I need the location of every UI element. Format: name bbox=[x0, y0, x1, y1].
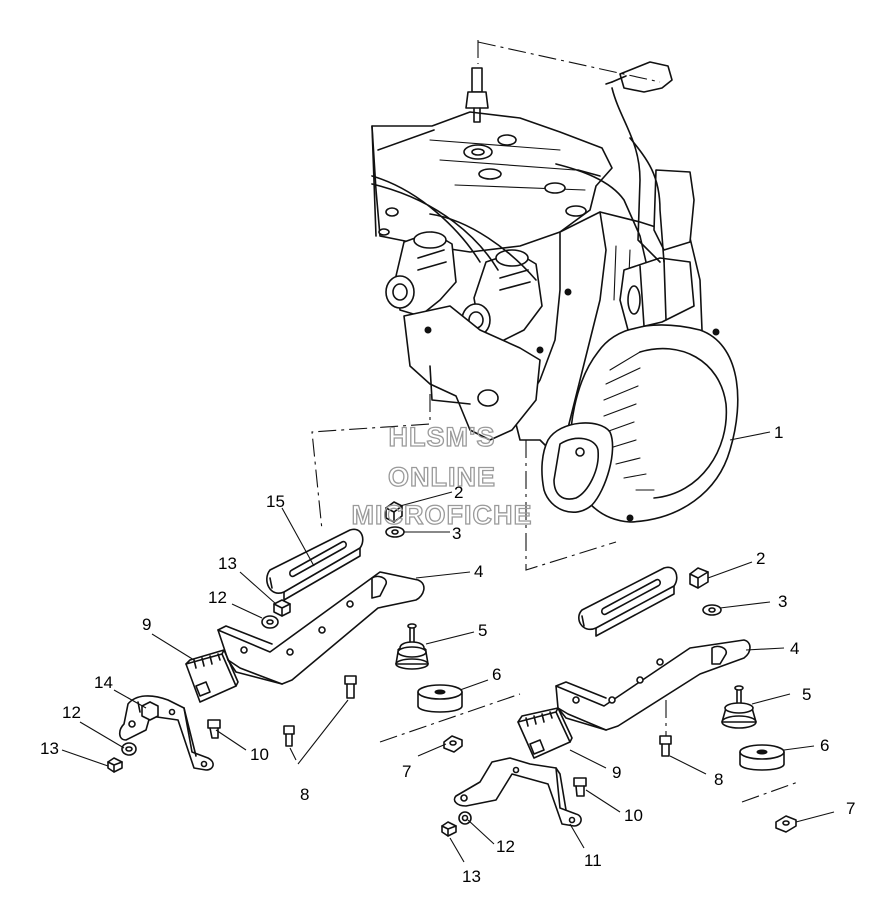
callout-13-right: 13 bbox=[462, 867, 481, 886]
callouts: 1 2 3 4 15 13 12 9 5 6 14 12 13 10 7 8 2… bbox=[40, 423, 855, 886]
washer-12-right bbox=[458, 811, 472, 825]
damper-block-right bbox=[517, 707, 573, 759]
callout-13-upper: 13 bbox=[218, 554, 237, 573]
washer-upper-right bbox=[702, 604, 722, 616]
callout-12-right: 12 bbox=[496, 837, 515, 856]
washer-upper-left bbox=[385, 526, 405, 538]
callout-9-left: 9 bbox=[142, 615, 151, 634]
callout-3-left: 3 bbox=[452, 524, 461, 543]
centerline-right bbox=[525, 440, 617, 571]
washer-12-left bbox=[121, 742, 137, 756]
mount-bracket-left bbox=[217, 571, 425, 685]
callout-5-right: 5 bbox=[802, 685, 811, 704]
callout-12-left: 12 bbox=[62, 703, 81, 722]
callout-9-right: 9 bbox=[612, 763, 621, 782]
callout-2-left: 2 bbox=[454, 483, 463, 502]
centerline-lower-left bbox=[379, 693, 521, 743]
callout-11: 11 bbox=[584, 851, 602, 870]
leader-lines bbox=[61, 431, 835, 863]
rubber-pad-right bbox=[739, 744, 785, 771]
callout-4-right: 4 bbox=[790, 639, 799, 658]
watermark-line-1: HLSM'S bbox=[389, 422, 496, 452]
watermark: HLSM'S ONLINE MICROFICHE bbox=[351, 421, 533, 530]
nut-13-upper bbox=[273, 599, 291, 617]
callout-10-right: 10 bbox=[624, 806, 643, 825]
small-bolt-right bbox=[573, 777, 587, 797]
callout-12-upper: 12 bbox=[208, 588, 227, 607]
callout-4-left: 4 bbox=[474, 562, 483, 581]
callout-10-left: 10 bbox=[250, 745, 269, 764]
rubber-mount-stud-left bbox=[395, 623, 429, 670]
callout-7-right: 7 bbox=[846, 799, 855, 818]
callout-6-right: 6 bbox=[820, 736, 829, 755]
mount-bracket-right bbox=[555, 639, 751, 731]
spark-plug bbox=[465, 67, 489, 123]
slotted-spacer-left bbox=[266, 528, 364, 601]
callout-3-right: 3 bbox=[778, 592, 787, 611]
callout-2-right: 2 bbox=[756, 549, 765, 568]
front-bracket-left bbox=[118, 695, 214, 771]
watermark-line-3: MICROFICHE bbox=[352, 500, 533, 530]
watermark-line-2: ONLINE bbox=[388, 462, 496, 492]
nut-13-left bbox=[107, 757, 123, 773]
callout-15: 15 bbox=[266, 492, 285, 511]
slotted-spacer-right bbox=[578, 566, 678, 637]
callout-6-left: 6 bbox=[492, 665, 501, 684]
centerline-left bbox=[311, 394, 431, 531]
nut-13-right bbox=[441, 821, 457, 837]
callout-8-right: 8 bbox=[714, 770, 723, 789]
centerline-plug bbox=[477, 40, 661, 83]
bolt-left-a bbox=[283, 725, 295, 747]
small-bolt-left bbox=[207, 719, 221, 739]
centerline-washer-right bbox=[741, 781, 799, 803]
bolt-right bbox=[659, 735, 672, 757]
washer-12-upper bbox=[261, 615, 279, 629]
callout-8-left: 8 bbox=[300, 785, 309, 804]
callout-5-left: 5 bbox=[478, 621, 487, 640]
spark-plug-cap bbox=[605, 61, 673, 93]
rubber-pad-left bbox=[417, 684, 463, 713]
callout-1: 1 bbox=[774, 423, 783, 442]
engine-assembly bbox=[371, 87, 739, 523]
callout-7-left: 7 bbox=[402, 762, 411, 781]
lock-nut-left bbox=[443, 735, 463, 753]
nut-upper-left bbox=[385, 501, 403, 523]
rubber-mount-stud-right bbox=[721, 685, 757, 729]
nut-upper-right bbox=[689, 567, 709, 589]
damper-block-left bbox=[185, 649, 239, 703]
front-bracket-right bbox=[453, 757, 582, 827]
lock-nut-right bbox=[775, 815, 797, 833]
callout-14: 14 bbox=[94, 673, 113, 692]
callout-13-left: 13 bbox=[40, 739, 59, 758]
bolt-left-b bbox=[344, 675, 357, 699]
